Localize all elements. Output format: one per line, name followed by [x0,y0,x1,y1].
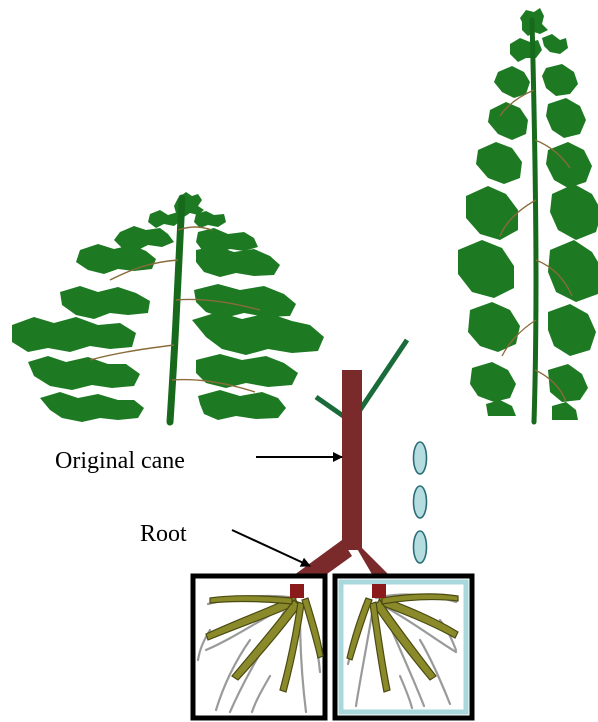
original-cane [290,370,392,592]
label-original-cane: Original cane [55,449,185,473]
root-box-left-crown [290,584,304,598]
right-canopy-stem [532,20,536,422]
left-canopy-leaves [12,192,324,422]
oval-2 [414,486,427,518]
left-canopy [12,192,324,422]
right-canopy-leaves [458,8,598,420]
root-box-right [335,576,472,718]
oval-1 [414,442,427,474]
left-canopy-stem [170,198,182,422]
cane-trunk [342,370,362,550]
arrow-root [232,530,310,566]
cutting-ovals [414,442,427,563]
right-canopy [458,8,598,422]
oval-3 [414,531,427,563]
root-box-left [193,576,325,718]
shoot-stub-right [360,340,407,410]
root-box-right-crown [372,584,386,598]
label-root: Root [140,522,187,546]
